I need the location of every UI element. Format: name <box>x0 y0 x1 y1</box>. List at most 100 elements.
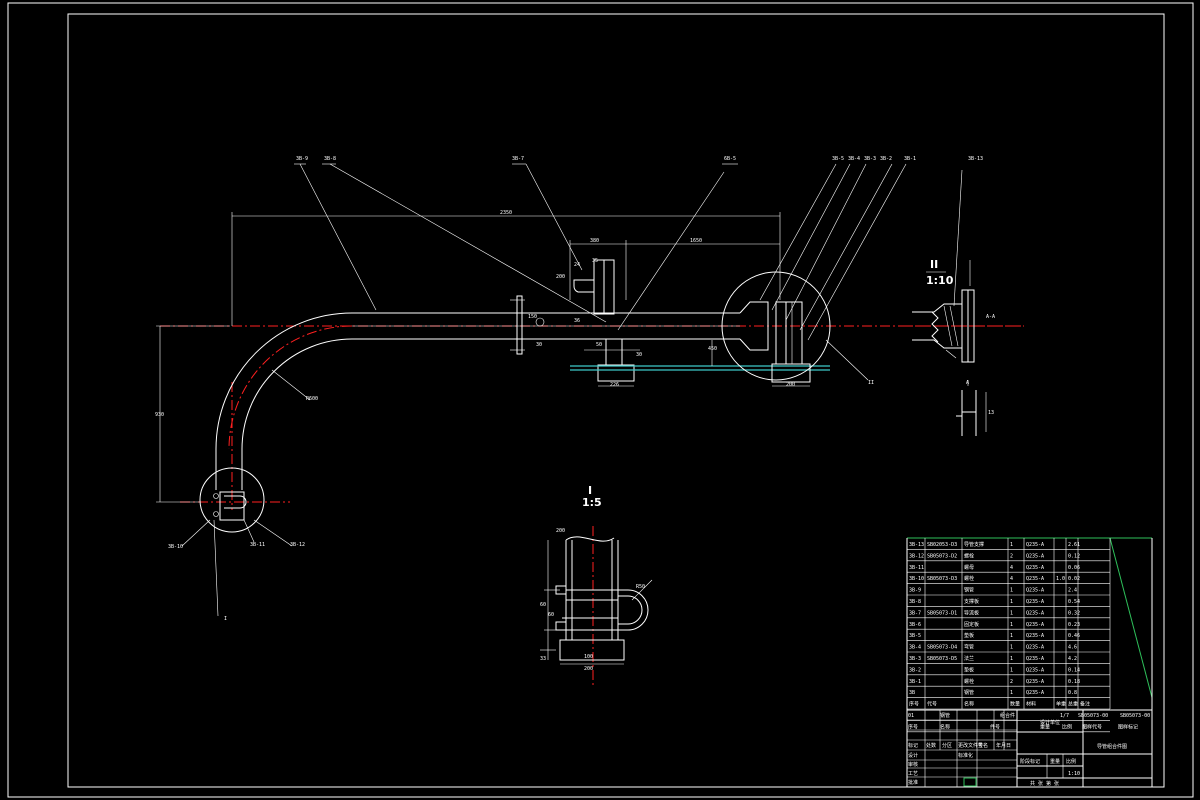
dim-b: 24 <box>574 262 580 268</box>
bom-cell: 0.14 <box>1068 667 1080 673</box>
bom-cell: 钢管 <box>964 689 974 696</box>
bom-cell: 垫板 <box>964 666 974 673</box>
bom-cell: Q235-A <box>1026 679 1044 685</box>
bom-header3-cell: 重量 <box>1040 723 1050 730</box>
bom-cell: 3B-2 <box>909 667 921 673</box>
bom-cell: Q235-A <box>1026 553 1044 559</box>
callout-3b10: 3B-10 <box>168 544 183 550</box>
bom-header-cell: 材料 <box>1026 701 1036 708</box>
bom-cell: Q235-A <box>1026 588 1044 594</box>
dim-m: 450 <box>708 346 717 352</box>
bom-cell: 螺栓 <box>964 678 974 685</box>
bom-cell: 3B-3 <box>909 656 921 662</box>
bom-cell: 3B-6 <box>909 622 921 628</box>
dim-h: 226 <box>610 382 619 388</box>
bom-cell: 0.02 <box>1068 576 1080 582</box>
bom-cell: 1 <box>1010 667 1013 673</box>
detail-i <box>540 526 653 686</box>
bom-header3-cell: 序号 <box>908 723 918 730</box>
bom-cell: Q235-A <box>1026 656 1044 662</box>
bom-cell: 弯管 <box>964 644 974 651</box>
bom-cell: 0.8 <box>1068 690 1077 696</box>
title-stage-0: 阶段标记 <box>1020 758 1040 765</box>
bom-cell: 3B-10 <box>909 576 924 582</box>
bom-cell: 垫板 <box>964 632 974 639</box>
callout-3b8: 3B-8 <box>324 156 336 162</box>
bom-cell: Q235-A <box>1026 542 1044 548</box>
bom-cell: 1.0 <box>1056 576 1065 582</box>
bom-cell: 螺母 <box>964 564 974 571</box>
bom-header3-cell: 图样标记 <box>1118 723 1138 730</box>
bom-header-cell: 总重 <box>1068 701 1078 708</box>
bom-cell: 1 <box>1010 610 1013 616</box>
title-r1-0: 标记 <box>908 742 918 749</box>
dim-mid: 1650 <box>690 238 702 244</box>
bom-cell: 0.06 <box>1068 565 1080 571</box>
dim-radius: R600 <box>306 396 318 402</box>
callout-3b1: 3B-1 <box>904 156 916 162</box>
callout-3b7: 3B-7 <box>512 156 524 162</box>
bom-cell: 3B-7 <box>909 610 921 616</box>
bom-header2-cell: 01 <box>908 713 914 719</box>
title-r1-3: 更改文件号 <box>958 742 983 749</box>
bom-cell: 3B-13 <box>909 542 924 548</box>
bom-cell: 0.32 <box>1068 610 1080 616</box>
bom-cell: 2 <box>1010 679 1013 685</box>
bom-cell: 1 <box>1010 645 1013 651</box>
title-sheet: 共 张 第 张 <box>1030 780 1059 787</box>
title-stage-2: 比例 <box>1066 758 1076 765</box>
bom-cell: 支撑板 <box>964 598 979 605</box>
callout-3b12: 3B-12 <box>290 542 305 548</box>
detail-ii-tag: A-A <box>986 314 995 320</box>
dim-k: 200 <box>786 382 795 388</box>
bom-header3-cell: 名称 <box>940 723 950 730</box>
detail-ii <box>902 169 1024 436</box>
bom-cell: SB05073-D1 <box>927 610 957 616</box>
dim-c: 35 <box>592 258 598 264</box>
dim-g: 30 <box>636 352 642 358</box>
title-r1-4: 签名 <box>978 742 988 749</box>
detail-i-d6: 60 <box>548 612 554 618</box>
bom-cell: Q235-A <box>1026 576 1044 582</box>
callout-3b4: 3B-4 <box>848 156 860 162</box>
bom-cell: 4 <box>1010 576 1013 582</box>
detail-i-label: I <box>588 484 592 497</box>
bom-cell: SB05073-D3 <box>927 576 957 582</box>
title-company: 设计单位 <box>1040 719 1060 726</box>
title-r4-1: 批准 <box>908 779 918 786</box>
bom-cell: 螺栓 <box>964 575 974 582</box>
bom-cell: 1 <box>1010 599 1013 605</box>
detail-ii-scale: 1:10 <box>926 274 954 287</box>
title-stage-1: 重量 <box>1050 758 1060 765</box>
detail-i-d4: 100 <box>584 654 593 660</box>
bom-cell: SB05073-D4 <box>927 645 957 651</box>
bom-cell: 3B-12 <box>909 553 924 559</box>
bom-cell: 3B-4 <box>909 645 921 651</box>
bom-cell: 钢管 <box>964 587 974 594</box>
title-r1-2: 分区 <box>942 742 952 749</box>
bom-cell: 2.61 <box>1068 542 1080 548</box>
title-r2-0: 设计 <box>908 752 918 759</box>
main-view <box>156 163 1022 617</box>
bom-cell: 1 <box>1010 622 1013 628</box>
bom-cell: 3B-5 <box>909 633 921 639</box>
callout-3b2: 3B-2 <box>880 156 892 162</box>
detail-i-d5: 33 <box>540 656 546 662</box>
bom-header2-cell: SB05073-00 <box>1120 713 1150 719</box>
inner-frame <box>67 13 1165 788</box>
bom-cell: Q235-A <box>1026 599 1044 605</box>
detail-i-d2: 60 <box>540 602 546 608</box>
bom-header3-cell: 比例 <box>1062 723 1072 730</box>
bom-header-cell: 名称 <box>964 701 974 708</box>
detail-ii-label: II <box>930 258 938 271</box>
bom-cell: 4 <box>1010 565 1013 571</box>
dim-side: 36 <box>574 318 580 324</box>
detail-i-scale: 1:5 <box>582 496 602 509</box>
callout-3b11: 3B-11 <box>250 542 265 548</box>
bom-cell: Q235-A <box>1026 690 1044 696</box>
bom-cell: 4.2 <box>1068 656 1077 662</box>
dim-total: 2350 <box>500 210 512 216</box>
callout-3b3: 3B-3 <box>864 156 876 162</box>
title-drawing: 导管组合件图 <box>1097 743 1127 750</box>
callout-6b5: 6B-5 <box>724 156 736 162</box>
